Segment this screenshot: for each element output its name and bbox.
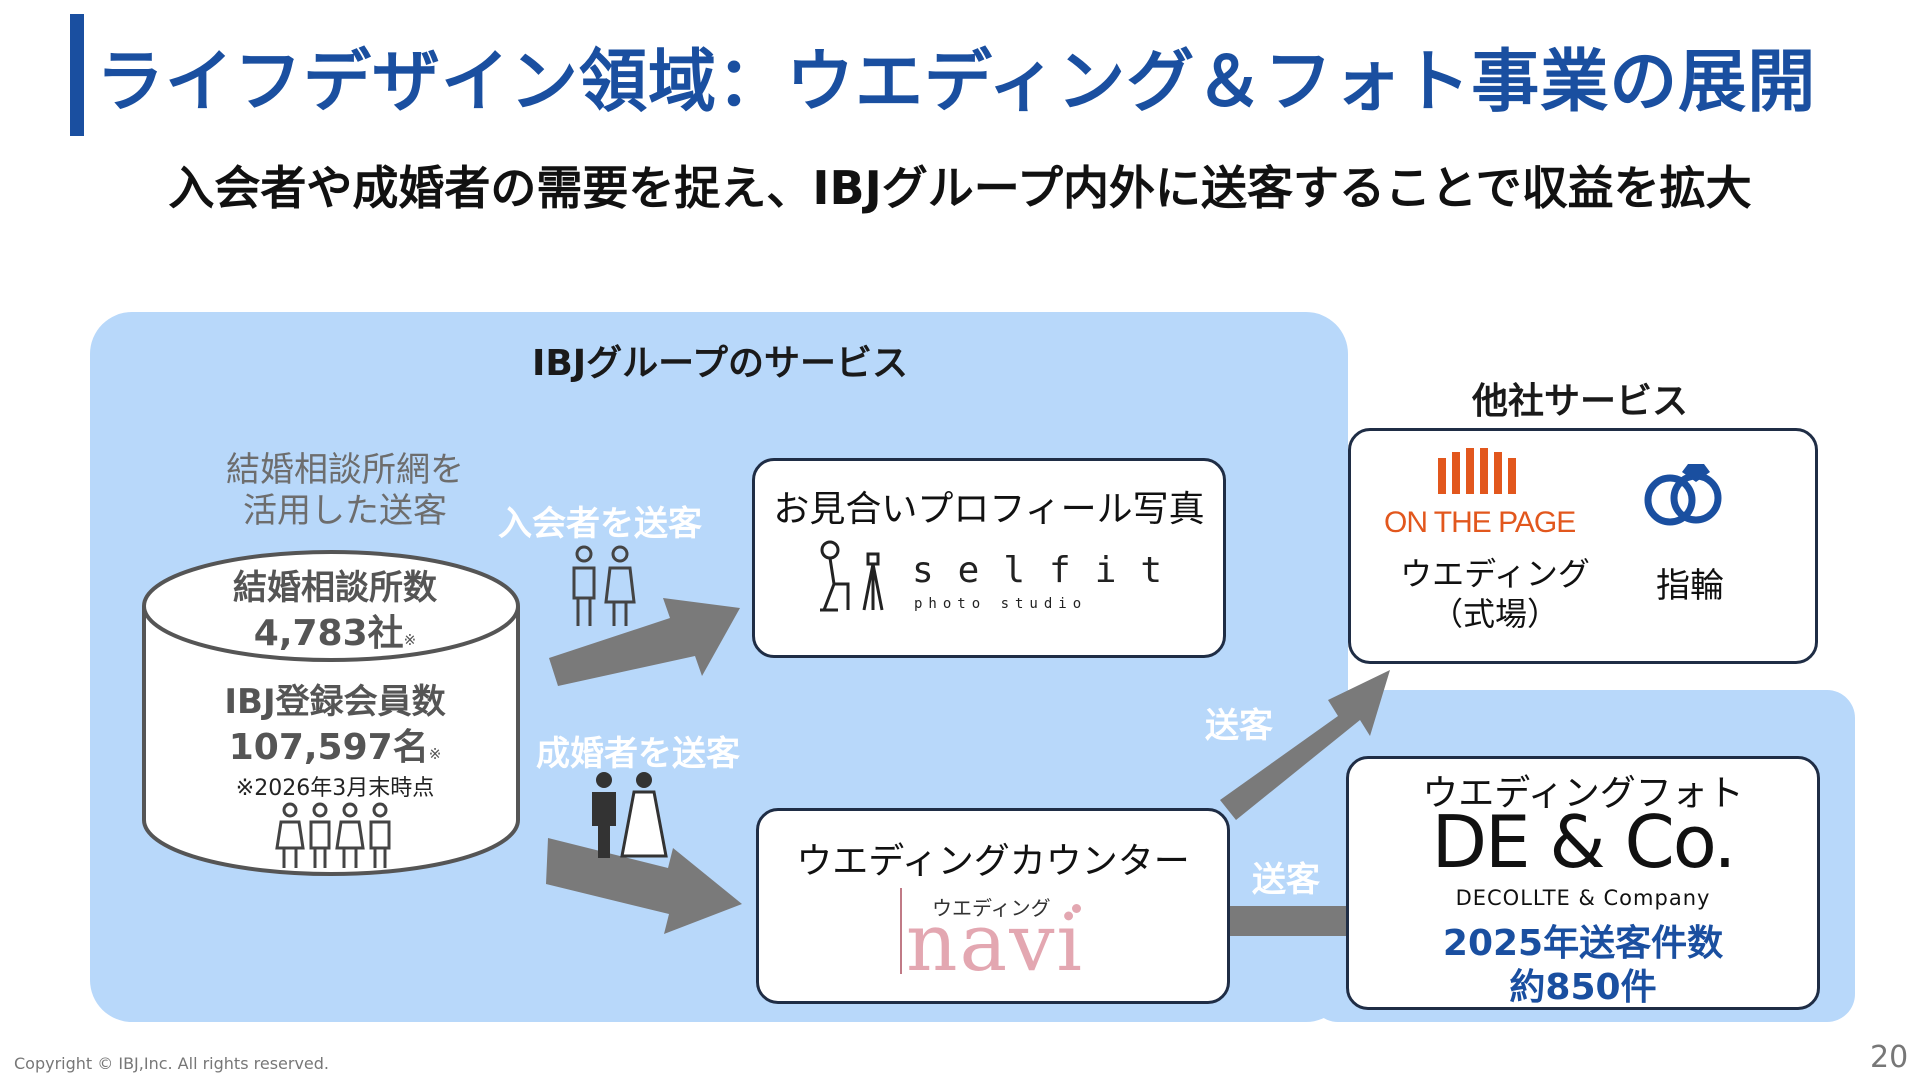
group-of-people-icon bbox=[275, 802, 391, 868]
member-count-value: 107,597名※ bbox=[160, 718, 510, 770]
send-lower-label: 送客 bbox=[1252, 860, 1320, 900]
referral-count-label: 2025年送客件数 bbox=[1442, 923, 1724, 964]
title-accent-bar bbox=[70, 14, 84, 136]
wedding-venue-caption: ウエディング （式場） bbox=[1380, 554, 1610, 634]
member-note-mark: ※ bbox=[428, 745, 442, 763]
page-title: ライフデザイン領域：ウエディング＆フォト事業の展開 bbox=[96, 43, 1817, 122]
wedding-venue-card[interactable] bbox=[1348, 428, 1818, 664]
member-database-cylinder bbox=[142, 550, 520, 876]
wedding-venue-caption-line2: （式場） bbox=[1430, 595, 1559, 633]
navi-logo-kana: ウエディング bbox=[932, 896, 1051, 920]
navi-logo-dot bbox=[1072, 904, 1081, 913]
copyright-text: Copyright © IBJ,Inc. All rights reserved… bbox=[14, 1054, 329, 1073]
network-caption-line2: 活用した送客 bbox=[243, 490, 447, 531]
network-caption-line1: 結婚相談所網を bbox=[226, 450, 464, 490]
other-companies-title: 他社サービス bbox=[1471, 381, 1688, 422]
deco-logo: DE & Co. bbox=[1431, 800, 1737, 884]
member-count-number: 107,597名 bbox=[228, 727, 429, 768]
on-the-page-logo-mark bbox=[1438, 448, 1516, 494]
photographer-icon bbox=[820, 540, 884, 612]
wedding-photo-caption: ウエディングフォト bbox=[1422, 773, 1744, 814]
network-caption: 結婚相談所網を 活用した送客 bbox=[190, 450, 500, 532]
enroll-flow-label: 入会者を送客 bbox=[498, 504, 702, 544]
agency-count-label: 結婚相談所数 bbox=[233, 568, 437, 608]
page-subtitle: 入会者や成婚者の需要を捉え、IBJグループ内外に送客することで収益を拡大 bbox=[168, 161, 1752, 215]
rings-icon bbox=[1644, 464, 1722, 526]
wedding-photo-card[interactable] bbox=[1346, 756, 1820, 1010]
agency-count-number: 4,783社 bbox=[253, 613, 404, 654]
member-count-label: IBJ登録会員数 bbox=[224, 682, 446, 722]
asof-note: ※2026年3月末時点 bbox=[235, 776, 435, 801]
deco-sub-logo: DECOLLTE & Company bbox=[1455, 886, 1711, 910]
member-couple-icon bbox=[572, 545, 636, 626]
wedding-couple-icon bbox=[592, 772, 668, 858]
ring-caption: 指輪 bbox=[1656, 566, 1724, 606]
wedding-venue-caption-line1: ウエディング bbox=[1400, 555, 1590, 593]
navi-logo: navi bbox=[906, 896, 1084, 989]
referral-count-value: 約850件 bbox=[1509, 967, 1657, 1008]
married-flow-label: 成婚者を送客 bbox=[536, 734, 740, 774]
agency-count-value: 4,783社※ bbox=[160, 604, 510, 656]
profile-photo-title: お見合いプロフィール写真 bbox=[773, 489, 1205, 530]
selfit-logo: selfit bbox=[912, 550, 1187, 591]
agency-note-mark: ※ bbox=[403, 631, 417, 649]
ibj-group-title: IBJグループのサービス bbox=[531, 343, 909, 384]
page-number: 20 bbox=[1870, 1040, 1909, 1075]
navi-logo-line bbox=[900, 888, 902, 974]
send-upper-label: 送客 bbox=[1205, 706, 1273, 746]
on-the-page-logo: ON THE PAGE bbox=[1384, 506, 1576, 539]
wedding-counter-title: ウエディングカウンター bbox=[796, 841, 1190, 882]
selfit-sub-logo: photo studio bbox=[914, 596, 1088, 612]
wedding-counter-card[interactable] bbox=[756, 808, 1230, 1004]
